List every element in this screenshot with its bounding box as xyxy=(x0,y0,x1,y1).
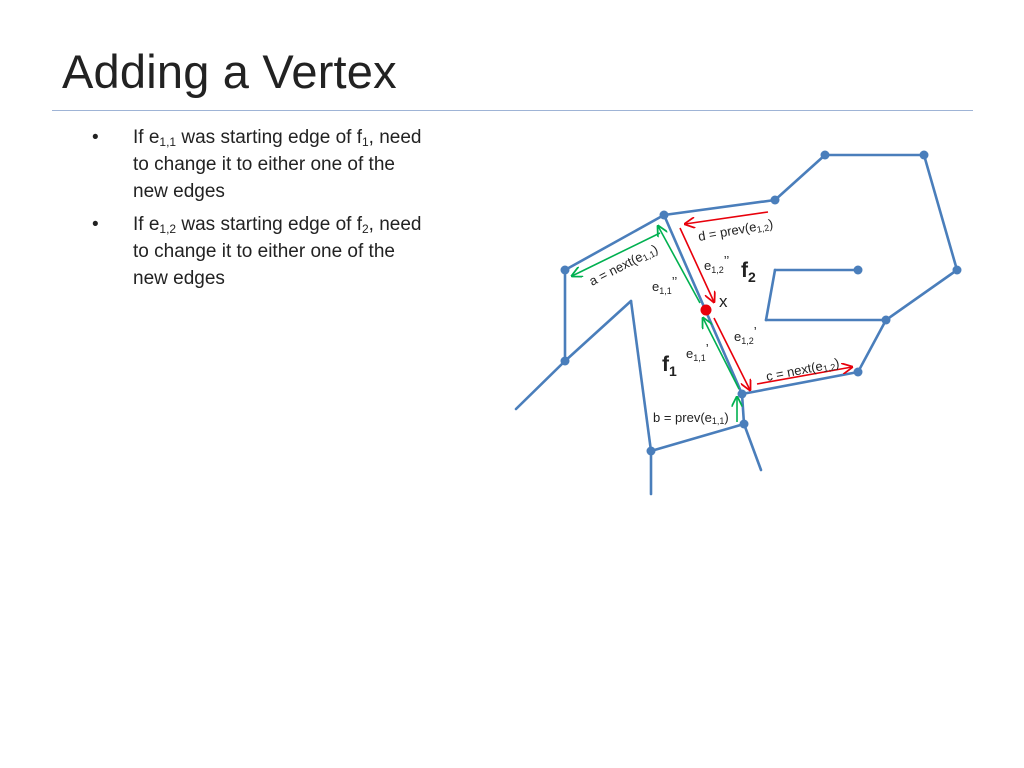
vertex xyxy=(820,150,830,160)
bullet-1-prefix: If e xyxy=(133,127,160,148)
label-a: a = next(e1,1) xyxy=(587,241,661,289)
vertex xyxy=(560,356,570,366)
edge-split xyxy=(662,213,744,396)
new-vertex-x xyxy=(700,304,712,316)
bullet-1-rest: need to change it to either one of the n… xyxy=(133,127,422,202)
edge xyxy=(662,198,777,217)
slide-title: Adding a Vertex xyxy=(62,45,397,98)
vertex xyxy=(770,195,780,205)
arrow-e12p xyxy=(713,317,750,390)
label-f1: f1 xyxy=(662,353,677,379)
edge xyxy=(563,213,666,272)
green-arrows xyxy=(572,226,739,422)
mesh-edges xyxy=(514,153,959,496)
vertex xyxy=(560,265,570,275)
vertex xyxy=(646,446,656,456)
arrow-a-next xyxy=(572,232,661,276)
edge xyxy=(563,299,633,363)
mesh-vertices xyxy=(560,150,962,456)
edge xyxy=(649,422,746,453)
label-f2: f2 xyxy=(741,259,756,285)
label-e11-double-prime: e1,1’’ xyxy=(652,274,677,296)
red-arrows xyxy=(679,211,852,390)
edge xyxy=(740,392,746,426)
edge xyxy=(742,422,763,472)
arrow-e11p xyxy=(703,318,740,390)
edge xyxy=(856,318,888,374)
label-e12-prime: e1,2’ xyxy=(734,324,757,346)
arrow-e12pp xyxy=(679,227,714,302)
arrow-e11pp xyxy=(658,226,701,304)
vertex xyxy=(853,367,863,377)
label-e12-double-prime: e1,2’’ xyxy=(704,253,729,275)
label-b: b = prev(e1,1) xyxy=(653,410,729,426)
bullet-item-1: • If e1,1 was starting edge of f1, need … xyxy=(92,124,422,205)
vertex xyxy=(952,265,962,275)
label-c: c = next(e1,2) xyxy=(765,355,841,385)
bullet-2-comma: , xyxy=(368,214,374,235)
vertex xyxy=(881,315,891,325)
bullet-list: • If e1,1 was starting edge of f1, need … xyxy=(92,124,422,298)
vertex xyxy=(919,150,929,160)
bullet-2-middle: was starting edge of f xyxy=(176,214,362,235)
edge xyxy=(884,268,959,322)
title-divider xyxy=(52,110,973,111)
edge xyxy=(773,153,827,202)
edge xyxy=(629,299,653,453)
bullet-glyph: • xyxy=(92,127,99,148)
vertex xyxy=(659,210,669,220)
bullet-2-prefix: If e xyxy=(133,214,160,235)
edge xyxy=(764,268,777,322)
vertex xyxy=(737,389,747,399)
vertex xyxy=(739,419,749,429)
vertex xyxy=(853,265,863,275)
edge xyxy=(514,359,567,411)
bullet-2-sub-face: 2 xyxy=(361,222,369,236)
bullet-2-sub-edge: 1,2 xyxy=(159,222,177,236)
label-e11-prime: e1,1’ xyxy=(686,341,709,363)
edge xyxy=(922,153,959,272)
edge xyxy=(740,370,860,396)
bullet-item-2: • If e1,2 was starting edge of f2, need … xyxy=(92,211,422,292)
arrow-c-next xyxy=(756,367,852,385)
bullet-1-comma: , xyxy=(368,127,374,148)
bullet-1-sub-edge: 1,1 xyxy=(159,135,177,149)
bullet-1-middle: was starting edge of f xyxy=(176,127,362,148)
bullet-1-sub-face: 1 xyxy=(361,135,369,149)
label-x: x xyxy=(719,292,728,311)
bullet-2-rest: need to change it to either one of the n… xyxy=(133,214,422,289)
arrow-d-prev xyxy=(685,211,769,224)
bullet-glyph: • xyxy=(92,214,99,235)
